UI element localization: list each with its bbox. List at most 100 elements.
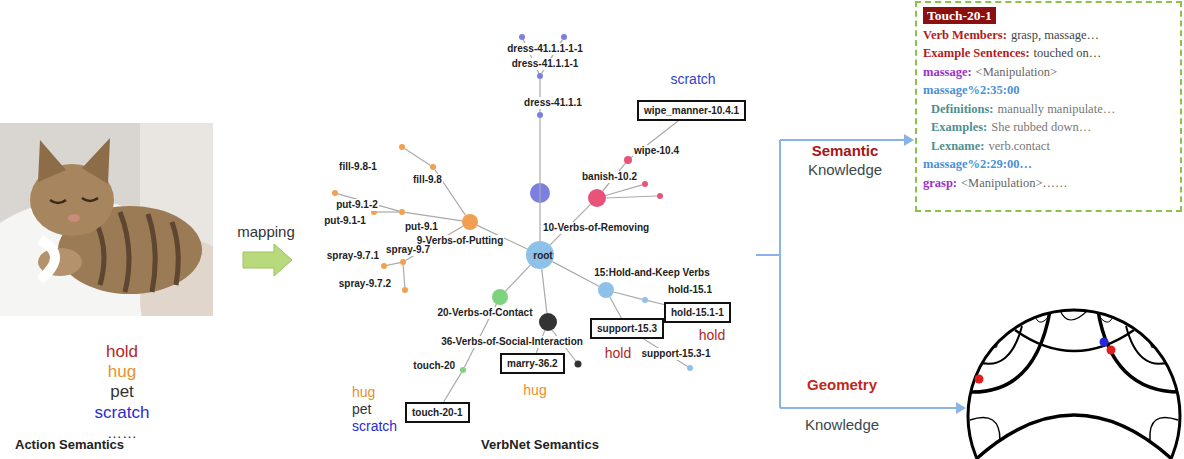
geodesic	[1150, 418, 1178, 441]
embedding-point	[1107, 346, 1116, 355]
knowledge-card: Touch-20-1Verb Members: grasp, massage… Ex…	[915, 1, 1182, 212]
box-label: marry-36.2	[507, 357, 558, 370]
text-label: hold	[106, 342, 138, 362]
cat-ear	[82, 138, 110, 184]
tree-edge	[542, 269, 547, 313]
text-label: hug	[352, 384, 375, 400]
geodesic	[968, 311, 1050, 392]
text-label: scratch	[670, 71, 715, 87]
vertex-label: fill-9.8	[412, 174, 443, 186]
card-line: massage%2:29:00…	[923, 155, 1174, 174]
verb-class-box: wipe_manner-10.4.1	[637, 100, 746, 121]
text-label: scratch	[95, 403, 150, 423]
vertex-label: dress-41.1.1-1	[511, 58, 580, 70]
tree-vertex: fill-9.8	[430, 164, 436, 170]
vertex-label: put-9.1-1	[323, 215, 367, 227]
tree-vertex: fill-9.8-1	[399, 144, 405, 150]
vertex-label: put-9.1	[404, 221, 439, 233]
vertex-label: support-15.3-1	[641, 348, 712, 360]
tree-vertex: spray-9.7.1	[381, 263, 387, 269]
tree-edge	[444, 373, 462, 402]
vertex-label: 10-Verbs-of-Removing	[542, 222, 650, 234]
card-line: grasp:<Manipulation>……	[923, 174, 1174, 193]
tree-vertex: banish-10.2	[642, 181, 648, 187]
tree-vertex: put-9.1	[399, 209, 405, 215]
tree-edge	[648, 301, 664, 305]
tree-vertex: 20-Verbs-of-Contact	[492, 289, 508, 305]
tree-vertex: root	[526, 241, 554, 269]
tree-vertex: dress-41.1.1	[537, 112, 543, 118]
bracket-line	[780, 139, 904, 141]
tree-vertex: 9-Verbs-of-Putting	[462, 214, 478, 230]
cat-body	[58, 206, 202, 294]
tree-edge	[539, 118, 540, 241]
bracket-line	[779, 140, 781, 408]
vertex-label: fill-9.8-1	[338, 161, 378, 173]
vertex-label: 15:Hold-and-Keep Verbs	[593, 267, 711, 279]
geodesic	[970, 418, 1000, 441]
card-text: grasp, massage…	[1011, 28, 1099, 42]
text-label: mapping	[237, 223, 295, 240]
text-label: Action Semantics	[15, 437, 124, 452]
card-text: She rubbed down…	[991, 120, 1091, 134]
disk-ground	[968, 310, 1180, 459]
embedding-point	[975, 375, 984, 384]
poincare-disk	[968, 310, 1180, 459]
card-line: Lexname: verb.contact	[923, 137, 1174, 156]
card-text: Definitions:	[931, 102, 994, 116]
card-text: massage%2:29:00…	[923, 157, 1032, 171]
tree-vertex: put-9.1-2	[332, 190, 338, 196]
tree-dot	[519, 34, 525, 40]
box-label: wipe_manner-10.4.1	[644, 104, 739, 117]
bracket-line	[780, 407, 956, 409]
shirt-fold	[40, 240, 55, 280]
tree-edge	[377, 211, 399, 212]
cat-nose	[68, 214, 80, 222]
vertex-label: root	[532, 250, 553, 262]
card-line: massage%2:35:00	[923, 81, 1174, 100]
card-text: massage:	[923, 65, 972, 79]
text-label: pet	[352, 401, 371, 417]
disk-boundary	[968, 310, 1180, 459]
tree-vertex: support-15.3-1	[687, 365, 693, 371]
card-text: verb.contact	[988, 139, 1049, 153]
verb-class-box: marry-36.2	[500, 353, 565, 374]
text-label: VerbNet Semantics	[481, 437, 599, 452]
card-text: Verb Members:	[923, 28, 1007, 42]
tree-vertex: 15:Hold-and-Keep Verbs	[598, 282, 614, 298]
tree-edge	[606, 185, 643, 196]
mapping-arrow	[243, 244, 292, 276]
text-label: hug	[523, 382, 546, 398]
card-line: Definitions:manually manipulate…	[923, 100, 1174, 119]
text-label: scratch	[352, 418, 397, 434]
tree-vertex: 10-Verbs-of-Removing	[588, 189, 606, 207]
geodesic	[1098, 311, 1180, 392]
card-text: Examples:	[931, 120, 987, 134]
vertex-label: banish-10.2	[581, 171, 638, 183]
vertex-label: 20-Verbs-of-Contact	[437, 307, 534, 319]
box-label: touch-20-1	[412, 406, 463, 419]
card-line: Touch-20-1	[923, 7, 1174, 26]
text-label: hug	[108, 362, 136, 382]
card-text: massage%2:35:00	[923, 83, 1020, 97]
card-text: <Manipulation>	[976, 65, 1057, 79]
tree-edge	[552, 262, 599, 287]
text-label: Knowledge	[808, 161, 882, 178]
card-text: <Manipulation>……	[961, 176, 1067, 190]
tree-vertex: spray-9.7.2	[402, 287, 408, 293]
tree-edge	[405, 212, 462, 220]
text-label: Knowledge	[805, 416, 879, 433]
verb-class-box: touch-20-1	[405, 402, 470, 423]
card-text: Example Sentences:	[923, 46, 1030, 60]
geodesic	[975, 415, 1173, 459]
tree-vertex: wipe-10.4	[624, 156, 632, 164]
card-line: Verb Members: grasp, massage…	[923, 26, 1174, 45]
tree-vertex: dress-41.1.1-1-1	[561, 34, 567, 40]
card-text: Lexname:	[931, 139, 984, 153]
geodesics	[968, 310, 1180, 459]
tree-edge	[387, 263, 400, 266]
card-text: Touch-20-1	[923, 7, 996, 24]
text-label: Geometry	[807, 376, 877, 393]
box-label: hold-15.1-1	[671, 306, 724, 319]
tree-dot	[657, 193, 663, 199]
